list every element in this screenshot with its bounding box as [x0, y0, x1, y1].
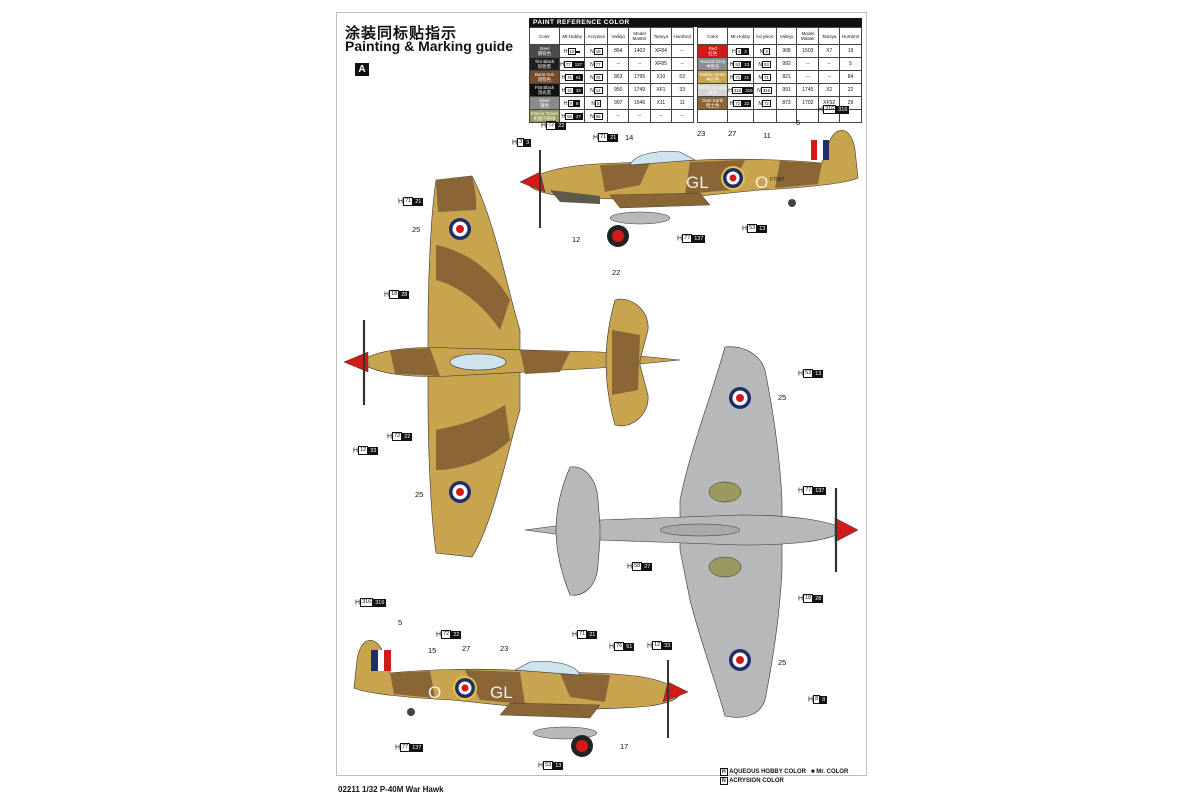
- scheme-badge: A: [355, 63, 369, 76]
- decal-25c: 25: [778, 393, 787, 402]
- decal-15: 15: [428, 646, 437, 655]
- decal-12: 12: [572, 235, 581, 244]
- side2-code-o: O: [428, 683, 441, 702]
- side-code-o: O: [755, 173, 768, 192]
- col-acrysion-r: Acrysion: [752, 27, 777, 45]
- side2-code-gl: GL: [490, 683, 513, 702]
- decal-25a: 25: [412, 225, 421, 234]
- decal-6: 6: [796, 118, 801, 127]
- top-view: [343, 175, 681, 558]
- decal-17: 17: [620, 742, 629, 751]
- color-legend: H AQUEOUS HOBBY COLOR ■ Mr. COLOR N ACRY…: [720, 768, 849, 785]
- legend-hobby: AQUEOUS HOBBY COLOR: [729, 769, 806, 775]
- side-view-right: O GL: [353, 640, 689, 757]
- decal-25d: 25: [778, 658, 787, 667]
- decal-5: 5: [398, 618, 403, 627]
- decal-27b: 27: [462, 644, 471, 653]
- decal-23b: 23: [500, 644, 509, 653]
- paint-reference-table: PAINT REFERENCE COLOR Color Mr.Hobby Acr…: [529, 18, 862, 123]
- decal-22: 22: [612, 268, 621, 277]
- side-view-left: GL O FT897: [519, 130, 859, 247]
- title-zh: 涂装同标贴指示: [345, 25, 458, 42]
- paint-table-heading: PAINT REFERENCE COLOR: [529, 18, 862, 27]
- title-en: Painting & Marking guide: [345, 38, 514, 54]
- decal-23: 23: [697, 129, 706, 138]
- legend-mr: Mr. COLOR: [816, 769, 849, 775]
- side-code-gl: GL: [686, 173, 709, 192]
- col-humbrol-r: Humbrol: [839, 27, 862, 45]
- model-footer: 02211 1/32 P-40M War Hawk: [338, 785, 444, 794]
- legend-acrysion: ACRYSION COLOR: [729, 778, 784, 784]
- decal-14: 14: [625, 133, 634, 142]
- decal-27: 27: [728, 129, 737, 138]
- decal-25b: 25: [415, 490, 424, 499]
- serial-number: FT897: [770, 177, 785, 183]
- instruction-sheet: [336, 12, 867, 776]
- decal-11: 11: [763, 131, 771, 140]
- bottom-view: [524, 346, 859, 718]
